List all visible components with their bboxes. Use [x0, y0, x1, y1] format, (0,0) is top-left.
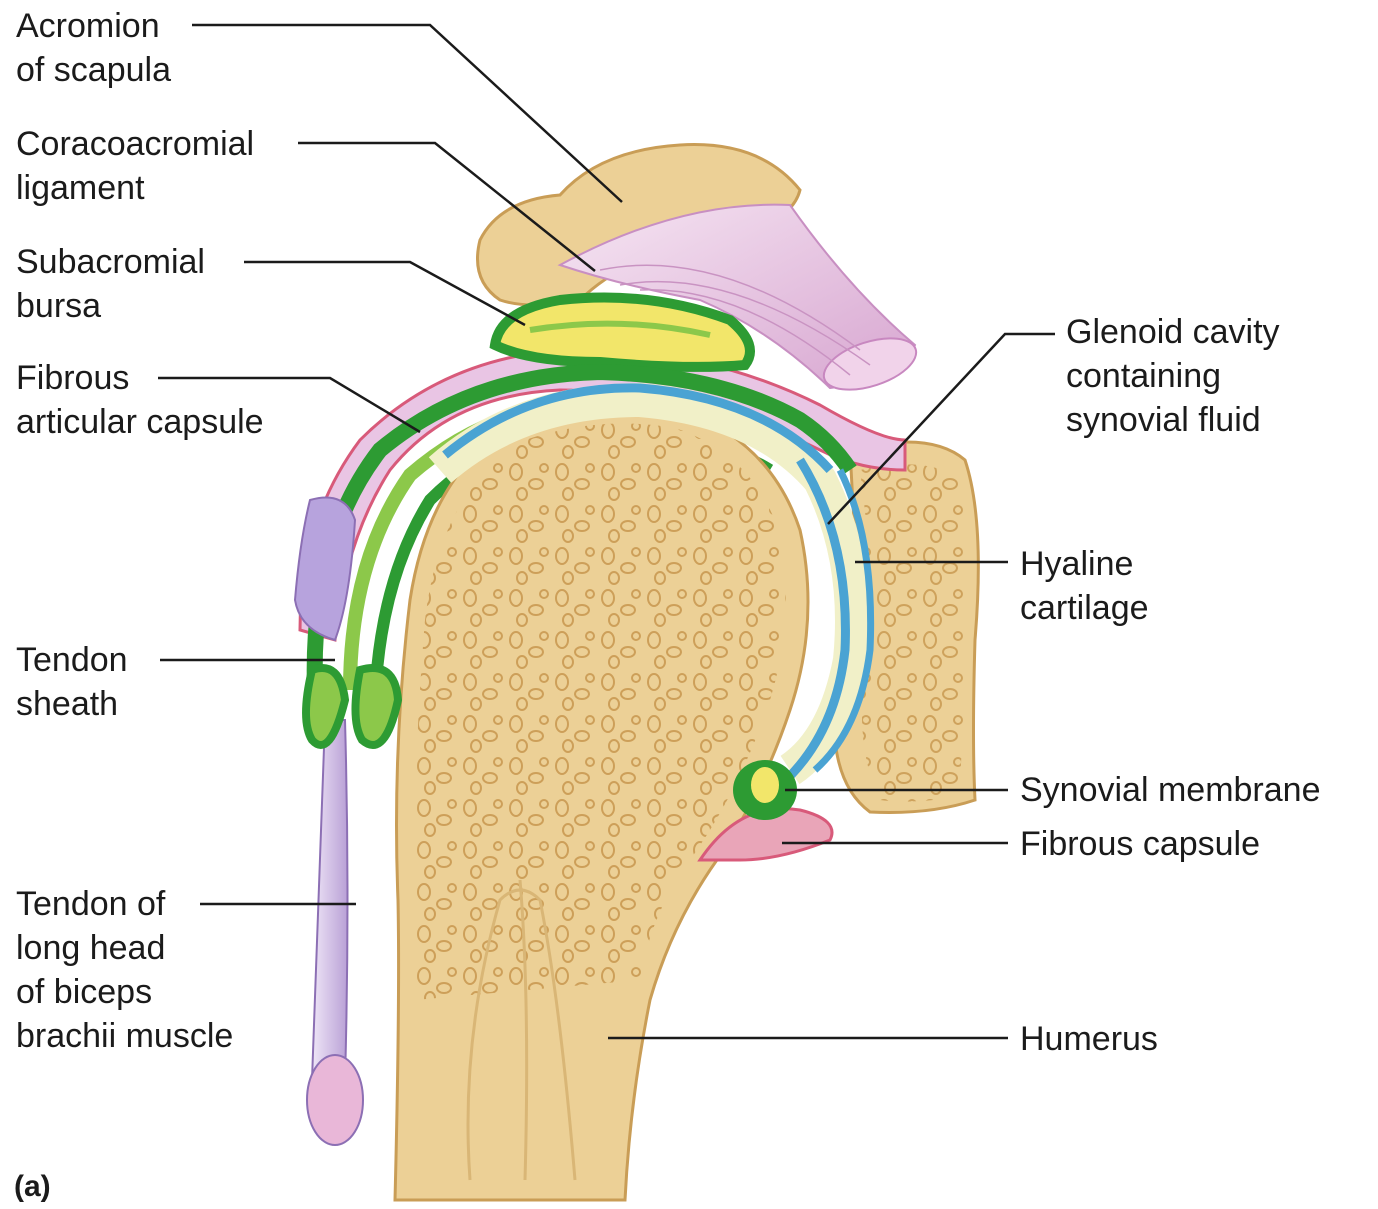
leader-acromion — [192, 25, 622, 202]
panel-label: (a) — [14, 1165, 51, 1209]
subacromial-bursa — [495, 298, 750, 367]
label-humerus: Humerus — [1020, 1017, 1158, 1061]
label-synovial-membrane: Synovial membrane — [1020, 768, 1320, 812]
label-fibrous-capsule: Fibrous capsule — [1020, 822, 1260, 866]
